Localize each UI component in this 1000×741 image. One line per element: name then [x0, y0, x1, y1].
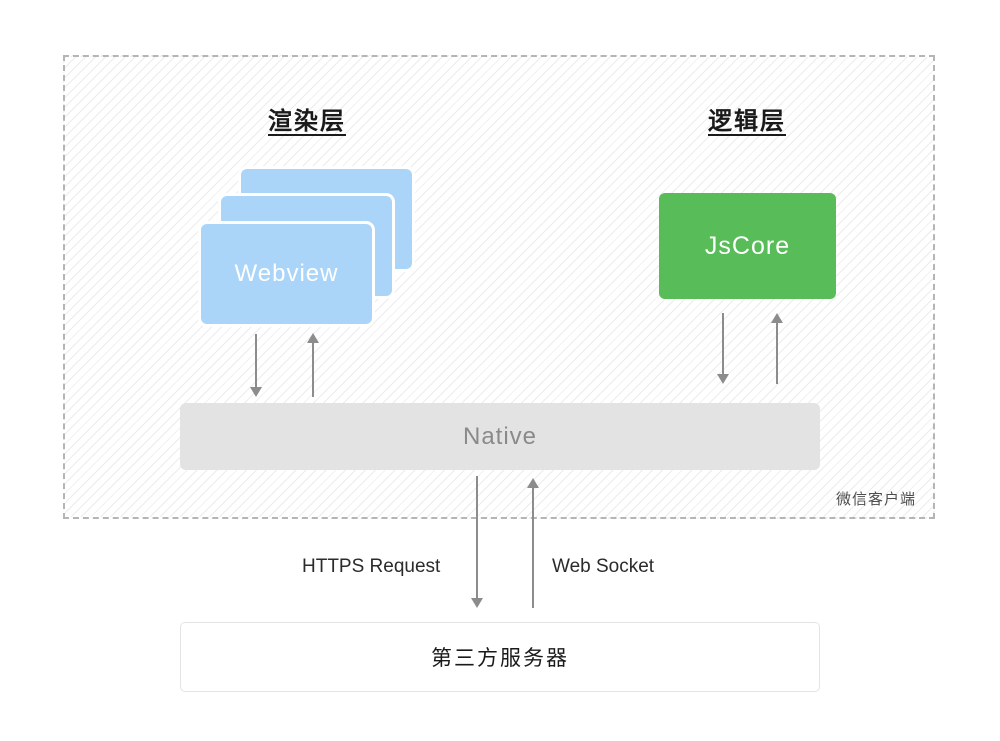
- jscore-node: JsCore: [659, 193, 836, 299]
- arrow-line: [776, 322, 778, 384]
- arrow-line: [476, 476, 478, 599]
- https-request-label: HTTPS Request: [302, 556, 441, 577]
- arrow-line: [722, 313, 724, 375]
- arrow-up-icon: [307, 333, 319, 343]
- third-party-server-node: 第三方服务器: [180, 622, 820, 692]
- arrow-jscore-to-native: [717, 313, 729, 384]
- logic-layer-heading: 逻辑层: [708, 108, 786, 135]
- render-layer-heading: 渲染层: [268, 108, 346, 135]
- arrow-line: [532, 487, 534, 608]
- web-socket-label: Web Socket: [552, 556, 655, 577]
- arrow-line: [255, 334, 257, 388]
- arrow-line: [312, 342, 314, 397]
- native-node: Native: [180, 403, 820, 470]
- webview-card-front: Webview: [198, 221, 375, 327]
- arrow-webview-to-native: [250, 334, 262, 397]
- arrow-down-icon: [250, 387, 262, 397]
- arrow-down-icon: [471, 598, 483, 608]
- arrow-native-to-jscore: [771, 313, 783, 384]
- arrow-native-to-server: [471, 476, 483, 608]
- arrow-down-icon: [717, 374, 729, 384]
- wechat-client-caption: 微信客户端: [836, 491, 917, 508]
- arrow-up-icon: [771, 313, 783, 323]
- arrow-server-to-native: [527, 478, 539, 608]
- arrow-up-icon: [527, 478, 539, 488]
- arrow-native-to-webview: [307, 333, 319, 397]
